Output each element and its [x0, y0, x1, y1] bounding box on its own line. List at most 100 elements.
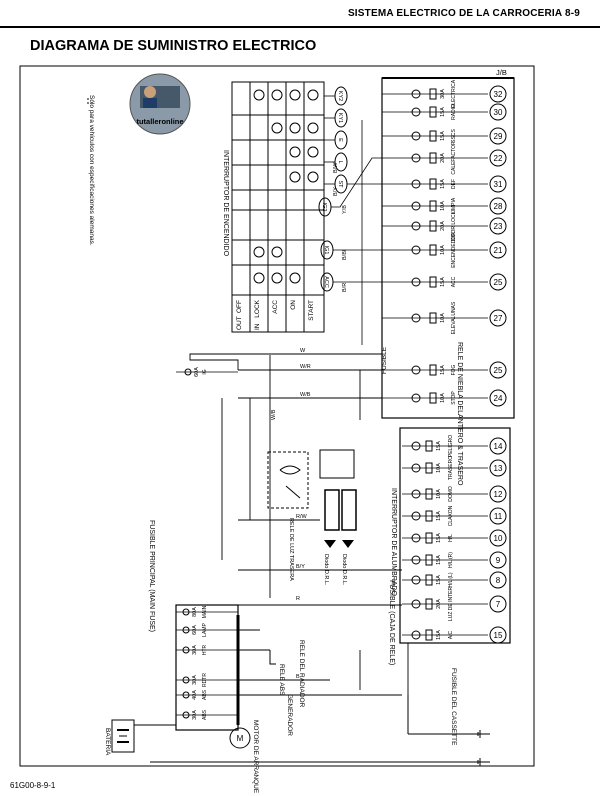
fuse-name: HTR — [202, 644, 208, 655]
footer-code: 61G00-8-9-1 — [10, 781, 56, 790]
circuit-number: 25 — [494, 278, 503, 287]
tail-relay-box — [267, 451, 309, 509]
ground-icon — [150, 695, 490, 766]
circuit-number: 10 — [494, 534, 503, 543]
fuse-rating: 15A — [436, 441, 442, 451]
starter-label: MOTOR DE ARRANQUE — [252, 720, 259, 794]
wire-b: B — [296, 674, 300, 680]
circuit-number-icon: 25 — [489, 361, 507, 379]
wire-st: B/Y — [333, 187, 339, 196]
fuse-name: ENCENDEDOR — [451, 232, 457, 268]
fuse-name: H/L — [448, 534, 454, 542]
fuse-rating: 15A — [440, 365, 446, 375]
terminal-ig1: IG1 — [323, 246, 329, 255]
page-header: SISTEMA ELECTRICO DE LA CARROCERIA 8-9 — [0, 0, 600, 28]
terminal-l: L — [337, 160, 343, 163]
circuit-number: 7 — [496, 600, 501, 609]
fuse-name: ABS — [202, 689, 208, 700]
circuit-number-icon: 29 — [489, 127, 507, 145]
position-acc: ACC — [272, 300, 279, 314]
circuit-number: 24 — [494, 394, 503, 403]
fuse-name: DEF — [451, 179, 457, 189]
terminal-acc: ACC — [323, 276, 329, 288]
terminal-ky1: KY1 — [337, 113, 343, 123]
fuse-rating: 15A — [440, 107, 446, 117]
generator-label: GENERADOR — [286, 694, 293, 736]
position-on: ON — [290, 300, 297, 310]
fuse-name: LUZ DE INTER — [448, 587, 454, 622]
fuse-rating: 10A — [440, 245, 446, 255]
circuit-number-icon: 7 — [489, 595, 507, 613]
fuse-name: ABS — [202, 709, 208, 720]
fuse-rating: 60A — [192, 625, 198, 635]
battery-symbol — [111, 719, 176, 753]
terminal-ky2: KY2 — [337, 91, 343, 101]
fuse-rating: 30A — [440, 89, 446, 99]
position-off: OFF — [236, 300, 243, 313]
fuse-name: ACC — [451, 276, 457, 287]
fuse-name: A/C — [448, 630, 454, 639]
fuse-rating: 10A — [440, 201, 446, 211]
wire-wb: W/B — [300, 392, 311, 398]
svg-text:M: M — [237, 734, 244, 743]
main-bus-wires — [189, 353, 409, 696]
fuse-name: PELIGRO — [448, 435, 454, 457]
jb-label: J/B — [496, 68, 507, 77]
circuit-number: 12 — [494, 490, 503, 499]
circuit-number: 8 — [496, 576, 501, 585]
ignition-wires — [324, 95, 382, 345]
position-lock: LOCK — [254, 299, 261, 317]
battery-label: BATERIA — [104, 728, 111, 756]
fuse-rating: 10A — [436, 489, 442, 499]
ignition-switch-table: OFF LOCK ACC ON START OUT IN — [231, 81, 325, 333]
circuit-number-icon: 23 — [489, 217, 507, 235]
circuit-number-icon: 15 — [489, 626, 507, 644]
table-in-label: IN — [254, 323, 261, 330]
fuse-name: STOP — [451, 391, 457, 405]
fuse-rating: 15A — [436, 575, 442, 585]
fuse-name: H/L (L) — [448, 572, 454, 587]
fuse-rating: 10A — [436, 463, 442, 473]
circuit-number: 27 — [494, 314, 503, 323]
note-text: Sólo para vehículos con especificaciones… — [88, 95, 95, 246]
wire-acc: B/R — [342, 283, 348, 292]
tail-relay-label: RELE DE LUZ TRASERA — [288, 518, 294, 581]
circuit-number: 15 — [494, 631, 503, 640]
fuse-rating: 30A — [192, 675, 198, 685]
wire-wb2: W/B — [271, 409, 277, 420]
circuit-number: 23 — [494, 222, 503, 231]
abs-relay-label: RELE ABS — [278, 664, 285, 696]
fuse-rating: 10A — [440, 313, 446, 323]
fuse-rating: 30A — [192, 645, 198, 655]
page-title: DIAGRAMA DE SUMINISTRO ELECTRICO — [30, 38, 317, 54]
fuse-rating: 10A — [440, 393, 446, 403]
table-out-label: OUT — [236, 316, 243, 330]
abs-relay-symbol — [269, 650, 276, 665]
fuse-name: CLAXON — [448, 505, 454, 526]
circuit-number-icon: 32 — [489, 85, 507, 103]
fuse-rating: 15A — [440, 179, 446, 189]
wire-rw: R/W — [296, 514, 308, 520]
ignition-terminals: KY2 KY1 E L ST IG2 IG1 ACC — [318, 86, 348, 292]
jb-fuse-row: 10A STOP 24 — [382, 389, 507, 407]
wire-wr: W/R — [300, 364, 311, 370]
fuse-rating: 40A — [192, 690, 198, 700]
watermark-text: tutalleronline — [136, 117, 183, 126]
wire-main-w: W — [300, 348, 306, 354]
main-fuse-block — [175, 604, 240, 731]
circuit-number: 21 — [494, 246, 503, 255]
fuse-rating: 60A — [194, 367, 200, 377]
